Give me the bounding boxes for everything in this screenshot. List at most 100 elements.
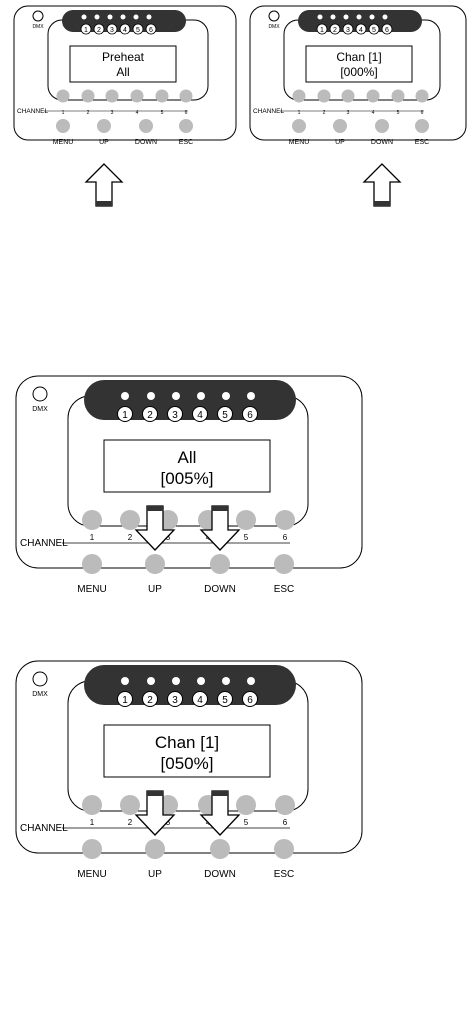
channel-button-1[interactable] (56, 89, 70, 103)
channel-button-1[interactable] (82, 795, 102, 815)
display-line-1: Chan [1] (155, 733, 219, 752)
button-number: 2 (323, 110, 326, 116)
esc-button[interactable] (274, 839, 294, 859)
controller-diagram: DMX 1 2 3 4 5 6 Preheat All (13, 5, 237, 207)
dmx-indicator-icon (32, 671, 48, 687)
button-number: 2 (128, 533, 133, 542)
channel-button-5[interactable] (155, 89, 169, 103)
led-dots (317, 14, 388, 20)
lcd-display (103, 439, 271, 493)
button-number: 3 (347, 110, 350, 116)
channel-badge-number: 5 (136, 27, 140, 34)
channel-button-1[interactable] (292, 89, 306, 103)
channel-button-5[interactable] (391, 89, 405, 103)
dmx-indicator-icon (268, 10, 280, 22)
button-number: 3 (166, 533, 171, 542)
menu-label: MENU (77, 869, 106, 880)
up-button[interactable] (333, 119, 347, 133)
controller-diagram: DMX 1 2 3 4 5 6 All [005%] (15, 375, 363, 595)
channel-badge-number: 3 (110, 27, 114, 34)
channel-button-5[interactable] (236, 795, 256, 815)
menu-label: MENU (77, 584, 106, 595)
channel-button-6[interactable] (275, 510, 295, 530)
channel-badge-number: 5 (372, 27, 376, 34)
esc-button[interactable] (179, 119, 193, 133)
button-number: 6 (283, 818, 288, 827)
channel-button-6[interactable] (415, 89, 429, 103)
channel-led-strip (84, 665, 296, 705)
channel-badge-number: 1 (320, 27, 324, 34)
channel-label: CHANNEL (253, 108, 284, 115)
channel-badge-number: 3 (172, 695, 178, 706)
button-number: 2 (87, 110, 90, 116)
menu-label: MENU (289, 139, 310, 146)
panel-chan-000: DMX 1 2 3 4 5 6 Chan [1] [000%] (236, 0, 468, 220)
up-button[interactable] (145, 554, 165, 574)
led-dots (81, 14, 152, 20)
menu-button[interactable] (82, 839, 102, 859)
menu-button[interactable] (292, 119, 306, 133)
button-number: 1 (298, 110, 301, 116)
esc-button[interactable] (415, 119, 429, 133)
controller-diagram: DMX 1 2 3 4 5 6 Chan [1] [000%] (249, 5, 467, 207)
channel-button-1[interactable] (82, 510, 102, 530)
channel-button-2[interactable] (81, 89, 95, 103)
button-number: 2 (128, 818, 133, 827)
menu-button[interactable] (56, 119, 70, 133)
esc-label: ESC (274, 584, 295, 595)
menu-label: MENU (53, 139, 74, 146)
down-button[interactable] (210, 839, 230, 859)
channel-badge-number: 1 (122, 410, 128, 421)
panel-all-005: DMX 1 2 3 4 5 6 All [005%] (0, 370, 468, 610)
channel-badge-number: 6 (385, 27, 389, 34)
esc-label: ESC (415, 139, 429, 146)
channel-badge-number: 2 (147, 410, 153, 421)
dmx-label: DMX (32, 691, 48, 698)
channel-badge-number: 5 (222, 410, 228, 421)
menu-button[interactable] (82, 554, 102, 574)
channel-label: CHANNEL (17, 108, 48, 115)
channel-badge-number: 2 (97, 27, 101, 34)
channel-number-badges: 1 2 3 4 5 6 (316, 23, 393, 35)
esc-label: ESC (274, 869, 295, 880)
button-number: 1 (90, 818, 95, 827)
channel-button-3[interactable] (105, 89, 119, 103)
down-button[interactable] (139, 119, 153, 133)
channel-label: CHANNEL (20, 538, 68, 549)
down-button[interactable] (375, 119, 389, 133)
channel-button-3[interactable] (341, 89, 355, 103)
display-line-2: All (116, 65, 129, 79)
display-line-2: [050%] (161, 754, 214, 773)
button-number: 5 (161, 110, 164, 116)
channel-led-strip (84, 380, 296, 420)
dmx-indicator-icon (32, 386, 48, 402)
lcd-display (103, 724, 271, 778)
button-number: 5 (244, 818, 249, 827)
display-line-2: [005%] (161, 469, 214, 488)
esc-button[interactable] (274, 554, 294, 574)
channel-badge-number: 2 (147, 695, 153, 706)
press-up-arrow-icon (134, 790, 176, 836)
channel-badge-number: 6 (247, 695, 253, 706)
lcd-display (305, 45, 413, 83)
display-line-2: [000%] (340, 65, 377, 79)
up-button[interactable] (145, 839, 165, 859)
channel-button-4[interactable] (130, 89, 144, 103)
channel-badge-number: 1 (122, 695, 128, 706)
panel-preheat: DMX 1 2 3 4 5 6 Preheat All (0, 0, 240, 220)
channel-badge-number: 4 (197, 695, 203, 706)
channel-button-6[interactable] (275, 795, 295, 815)
down-button[interactable] (210, 554, 230, 574)
up-button[interactable] (97, 119, 111, 133)
press-up-arrow-icon (84, 163, 124, 207)
button-number: 4 (372, 110, 375, 116)
channel-button-2[interactable] (120, 795, 140, 815)
channel-badge-number: 3 (172, 410, 178, 421)
down-label: DOWN (371, 139, 393, 146)
channel-button-5[interactable] (236, 510, 256, 530)
button-number: 1 (90, 533, 95, 542)
channel-button-6[interactable] (179, 89, 193, 103)
channel-button-4[interactable] (366, 89, 380, 103)
channel-button-2[interactable] (317, 89, 331, 103)
channel-button-2[interactable] (120, 510, 140, 530)
